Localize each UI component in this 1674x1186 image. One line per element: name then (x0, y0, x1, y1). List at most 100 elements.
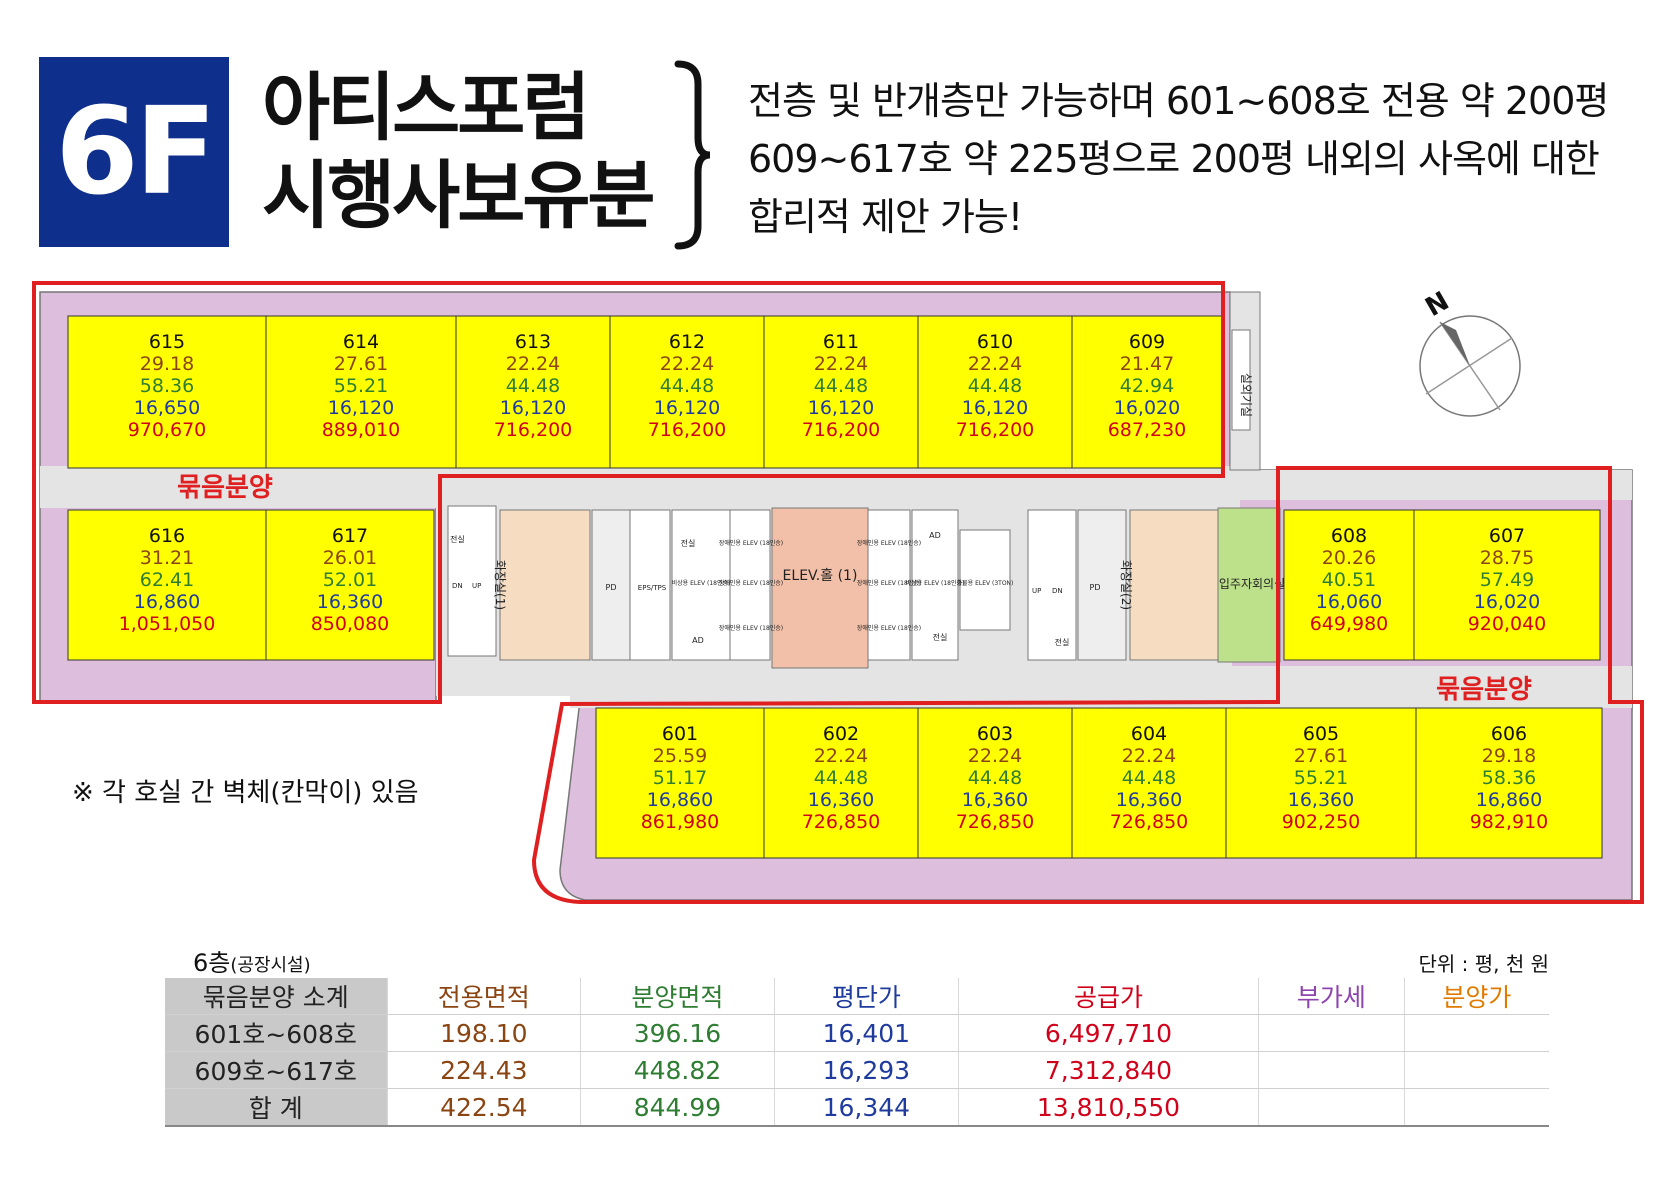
bundle-label-1: 묶음분양 (177, 473, 273, 503)
cell-sale-price (1403, 1014, 1549, 1052)
unit-number: 617 (332, 525, 368, 547)
cell-exclusive: 422.54 (386, 1088, 581, 1127)
unit-price-per-pyeong: 16,120 (328, 397, 394, 419)
unit-box (763, 707, 919, 859)
unit-price-per-pyeong: 16,120 (654, 397, 720, 419)
unit-price: 902,250 (1282, 811, 1361, 833)
unit-box (609, 315, 765, 469)
up-label-1: UP (472, 582, 481, 590)
unit-price-per-pyeong: 16,020 (1114, 397, 1180, 419)
unit-price: 716,200 (956, 419, 1035, 441)
unit-price: 726,850 (1110, 811, 1189, 833)
bundle-outlines (32, 281, 1644, 904)
unit-price: 716,200 (648, 419, 727, 441)
unit-supply-area: 44.48 (814, 375, 868, 397)
unit-price-per-pyeong: 16,360 (1116, 789, 1182, 811)
disabled-elev-label-5: 장애인용 ELEV (18인승) (857, 579, 921, 587)
unit-exclusive-area: 22.24 (968, 353, 1022, 375)
unit-supply-area: 55.21 (334, 375, 388, 397)
header-cell-sale-price: 분양가 (1403, 978, 1549, 1015)
unit-price-per-pyeong: 16,860 (1476, 789, 1542, 811)
cell-sale-price (1403, 1051, 1549, 1089)
cell-exclusive: 224.43 (386, 1051, 581, 1089)
title-block: 아티스포럼 시행사보유분 (262, 64, 655, 240)
unit-price-per-pyeong: 16,360 (808, 789, 874, 811)
title-line-1: 아티스포럼 (262, 65, 590, 151)
ad-label-2: AD (929, 531, 941, 540)
unit-number: 609 (1129, 331, 1165, 353)
unit-box (1415, 707, 1603, 859)
unit-price-per-pyeong: 16,120 (500, 397, 566, 419)
table-header-row: 묶음분양 소계 전용면적 분양면적 평단가 공급가 부가세 분양가 (165, 978, 1549, 1015)
unit-box (1413, 509, 1601, 661)
table-caption: 6층(공장시설) (193, 943, 311, 978)
meeting-room-label: 입주자회의실 (1219, 577, 1285, 591)
unit-supply-area: 51.17 (653, 767, 707, 789)
table-total-row: 합 계 422.54 844.99 16,344 13,810,550 (165, 1088, 1549, 1127)
unit-price: 970,670 (128, 419, 207, 441)
cell-price: 13,810,550 (957, 1088, 1259, 1127)
bundle-label-2: 묶음분양 (1436, 675, 1532, 705)
pd-label-1: PD (606, 583, 617, 592)
unit-price: 861,980 (641, 811, 720, 833)
unit-price: 716,200 (802, 419, 881, 441)
cell-sale-price (1403, 1088, 1549, 1127)
pd-label-2: PD (1090, 583, 1101, 592)
partition-note: ※ 각 호실 간 벽체(칸막이) 있음 (72, 778, 419, 808)
table-row: 601호~608호 198.10 396.16 16,401 6,497,710 (165, 1014, 1549, 1052)
unit-box (455, 315, 611, 469)
elevator-hall-label: ELEV.홀 (1) (783, 568, 858, 584)
unit-price-per-pyeong: 16,860 (647, 789, 713, 811)
cell-vat (1258, 1014, 1405, 1052)
cell-unit-price: 16,293 (773, 1051, 959, 1089)
row-label: 609호~617호 (165, 1051, 387, 1089)
toilet-2-label: 화장실(2) (1119, 560, 1133, 610)
disabled-elev-label-6: 장애인용 ELEV (18인승) (857, 624, 921, 632)
emergency-elev-label-2: 비상용 ELEV (18인승) (906, 579, 965, 587)
unit-number: 608 (1331, 525, 1367, 547)
unit-price: 1,051,050 (119, 613, 216, 635)
cell-vat (1258, 1088, 1405, 1127)
unit-exclusive-area: 26.01 (323, 547, 377, 569)
unit-price-per-pyeong: 16,650 (134, 397, 200, 419)
elec-room-label-3: 전실 (1055, 637, 1070, 647)
unit-price: 687,230 (1108, 419, 1187, 441)
unit-price-per-pyeong: 16,120 (962, 397, 1028, 419)
description: 전층 및 반개층만 가능하며 601~608호 전용 약 200평 609~61… (748, 72, 1609, 246)
header-cell-exclusive: 전용면적 (386, 978, 581, 1015)
toilet-1-label: 화장실(1) (493, 560, 507, 610)
elec-room-label-1: 전실 (681, 538, 696, 548)
unit-exclusive-area: 25.59 (653, 745, 707, 767)
description-line-2: 609~617호 약 225평으로 200평 내외의 사옥에 대한 (748, 137, 1600, 181)
cell-supply: 396.16 (580, 1014, 775, 1052)
disabled-elev-label-4: 장애인용 ELEV (18인승) (857, 539, 921, 547)
brace-icon (674, 60, 711, 250)
unit-supply-area: 44.48 (506, 375, 560, 397)
unit-supply-area: 44.48 (968, 375, 1022, 397)
unit-box (265, 509, 435, 661)
table-caption-sub: (공장시설) (230, 955, 311, 976)
unit-supply-area: 62.41 (140, 569, 194, 591)
core-labels: ELEV.홀 (1) 화장실(1) 화장실(2) 입주자회의실 실외기실 PD … (450, 373, 1285, 647)
unit-price-per-pyeong: 16,060 (1316, 591, 1382, 613)
description-line-3: 합리적 제안 가능! (748, 195, 1023, 239)
unit-exclusive-area: 22.24 (814, 745, 868, 767)
unit-number: 607 (1489, 525, 1525, 547)
unit-box (763, 315, 919, 469)
unit-number: 606 (1491, 723, 1527, 745)
unit-price-per-pyeong: 16,360 (962, 789, 1028, 811)
unit-number: 612 (669, 331, 705, 353)
unit-exclusive-area: 28.75 (1480, 547, 1534, 569)
disabled-elev-label-1: 장애인용 ELEV (18인승) (719, 539, 783, 547)
unit-number: 614 (343, 331, 379, 353)
unit-exclusive-area: 27.61 (334, 353, 388, 375)
